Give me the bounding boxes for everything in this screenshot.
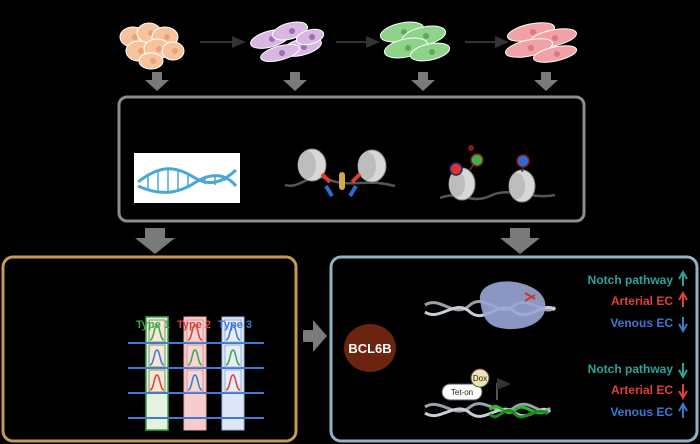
stage-4-cells xyxy=(504,22,578,63)
dox-badge xyxy=(470,368,490,388)
cell-nucleus xyxy=(289,28,295,34)
lower-effect-venous: Venous EC xyxy=(610,405,673,419)
cell-nucleus xyxy=(528,45,534,51)
type3-label: Type 3 xyxy=(218,319,252,331)
cell-nucleus xyxy=(423,33,429,39)
down-arrows-bottom xyxy=(135,228,540,254)
cell-nucleus xyxy=(164,34,170,40)
tet-on-label: Tet-on xyxy=(451,388,473,397)
knockout-dna-icon xyxy=(424,281,557,330)
bcl6b-label: BCL6B xyxy=(348,341,391,356)
tet-on-box xyxy=(441,383,483,401)
type1-label: Type 1 xyxy=(136,319,170,331)
effect-up-arrow-icon xyxy=(678,401,688,418)
down-arrows-top xyxy=(145,72,558,91)
histone-marks-icon xyxy=(439,145,556,203)
dna-strand-icon xyxy=(134,153,240,203)
upper-effect-arterial: Arterial EC xyxy=(611,294,673,308)
cell-nucleus xyxy=(156,46,162,52)
cell-nucleus xyxy=(552,35,558,41)
effect-arrows xyxy=(678,269,688,418)
cell-nucleus xyxy=(279,50,285,56)
effect-down-arrow-icon xyxy=(678,317,688,334)
cell-nucleus xyxy=(309,34,315,40)
stage-2-cells xyxy=(250,21,325,63)
effect-down-arrow-icon xyxy=(678,363,688,380)
cell-nucleus xyxy=(554,51,560,57)
cell-nucleus xyxy=(429,49,435,55)
cell-nucleus xyxy=(138,48,144,54)
type2-label: Type 2 xyxy=(177,319,211,331)
cell-nucleus xyxy=(132,34,138,40)
regulation-panel xyxy=(329,255,699,443)
cell-nucleus xyxy=(301,44,307,50)
effect-down-arrow-icon xyxy=(678,384,688,401)
stage-3-cells xyxy=(379,21,451,62)
bcl6b-circle xyxy=(344,324,396,372)
cell-nucleus xyxy=(530,29,536,35)
lower-effect-notch: Notch pathway xyxy=(588,362,674,376)
nucleosome-transposase-icon xyxy=(284,148,396,198)
overexpression-dna-icon xyxy=(424,378,552,419)
dox-label: Dox xyxy=(473,374,487,383)
effect-up-arrow-icon xyxy=(678,269,688,286)
right-arrow xyxy=(303,320,327,352)
upper-effect-venous: Venous EC xyxy=(610,316,673,330)
cell-nucleus xyxy=(401,29,407,35)
upper-effect-notch: Notch pathway xyxy=(588,273,674,287)
peak-tracks xyxy=(148,319,242,393)
lower-effect-arterial: Arterial EC xyxy=(611,383,673,397)
stage-1-cells xyxy=(119,22,185,70)
cell-nucleus xyxy=(172,48,178,54)
effect-up-arrow-icon xyxy=(678,290,688,307)
cell-nucleus xyxy=(405,45,411,51)
cell-nucleus xyxy=(150,58,156,64)
